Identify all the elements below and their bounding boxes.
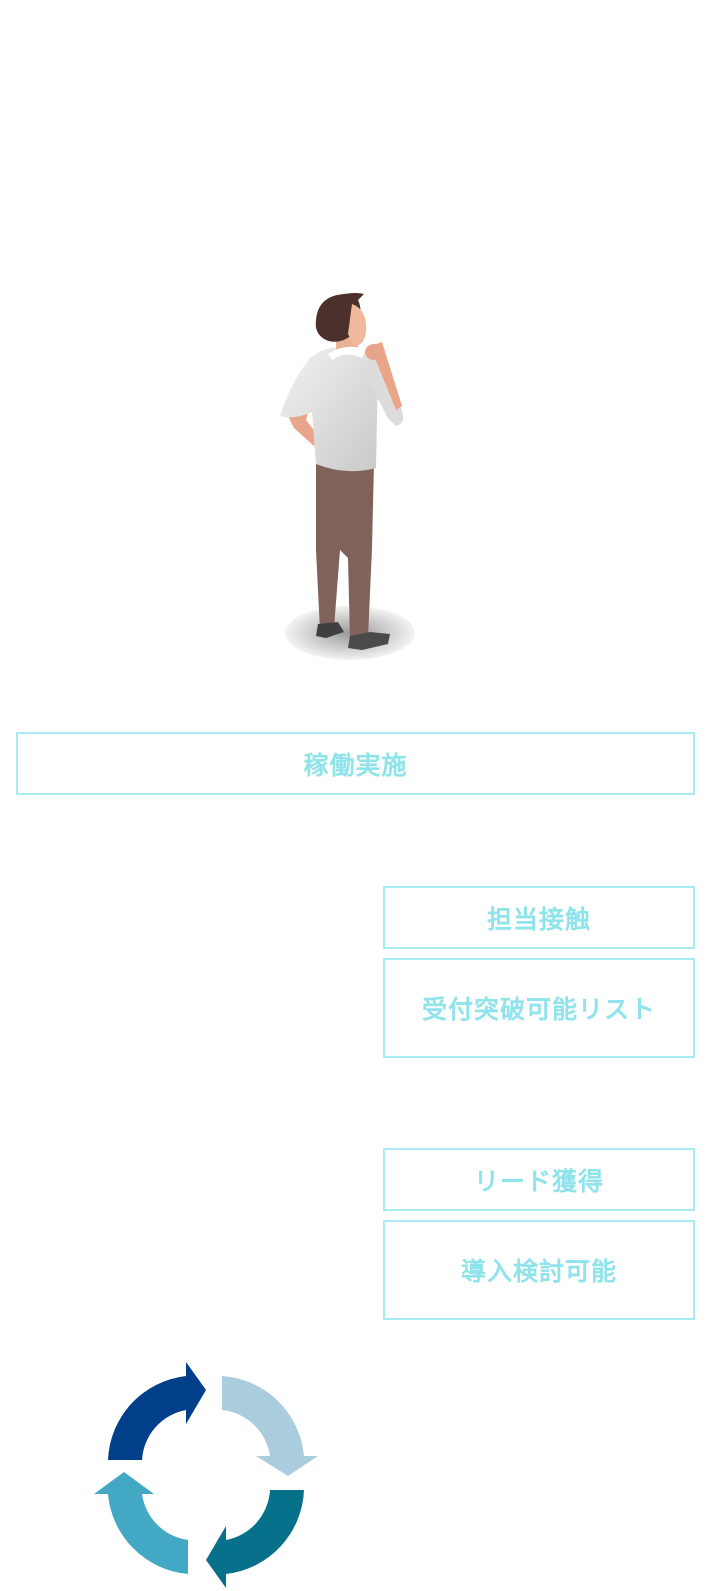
thinking-man-illustration xyxy=(280,293,415,660)
box-dounyu-kentou: 導入検討可能 xyxy=(383,1220,695,1320)
box-kadou-jisshi: 稼働実施 xyxy=(16,732,695,795)
cycle-arrows-icon xyxy=(94,1362,318,1588)
right-arm xyxy=(366,358,404,426)
box-tantou-sesshoku: 担当接触 xyxy=(383,886,695,949)
collar xyxy=(328,346,366,360)
right-shoe xyxy=(348,632,390,650)
box-lead-kakutoku: リード獲得 xyxy=(383,1148,695,1211)
cycle-arrow-light-blue xyxy=(222,1376,318,1476)
cycle-arrow-dark-blue xyxy=(108,1362,206,1460)
pants xyxy=(316,458,374,640)
box-uketsuke-toppa-list: 受付突破可能リスト xyxy=(383,958,695,1058)
face xyxy=(348,304,367,346)
cycle-arrow-teal xyxy=(206,1490,304,1588)
hand xyxy=(365,344,383,360)
shirt xyxy=(280,347,378,472)
left-shoe xyxy=(316,622,344,638)
cycle-arrow-mid-blue xyxy=(94,1472,188,1574)
